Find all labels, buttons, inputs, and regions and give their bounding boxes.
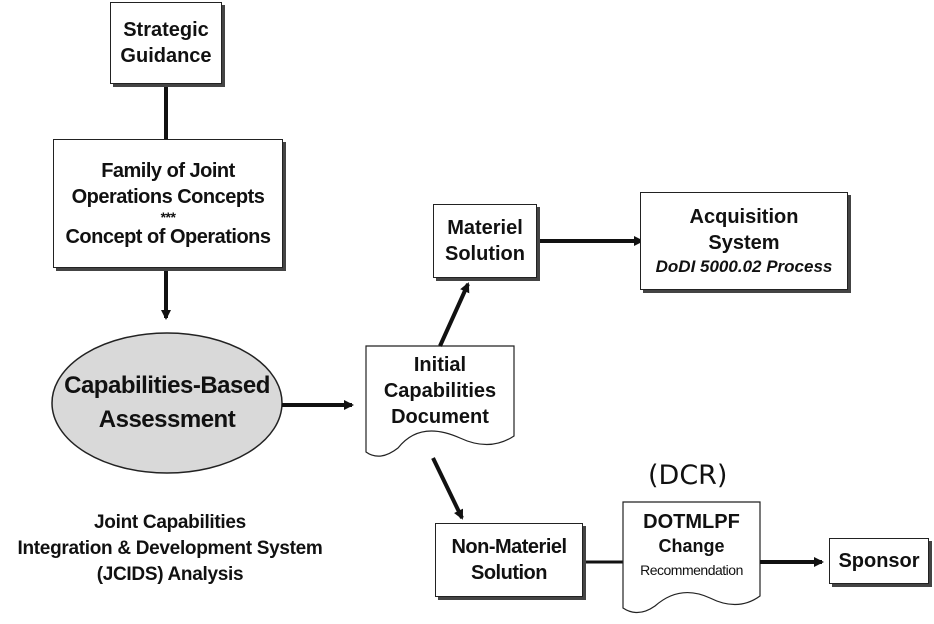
materiel-line2: Solution [445,243,525,265]
caption-line1: Joint Capabilities [94,512,246,533]
non-materiel-line1: Non-Materiel [451,536,567,558]
jcids-caption: Joint Capabilities Integration & Develop… [0,510,340,588]
dcr-label: (DCR) [648,460,728,491]
arrow-icd-materiel [438,282,470,347]
icd-label: Initial Capabilities Document [366,352,514,430]
dotmlpf-document-shape [622,501,761,614]
sponsor-box: Sponsor [829,538,929,584]
arrow-icd-nonmateriel [431,457,464,520]
concepts-line3: Concept of Operations [65,225,271,248]
acquisition-line1: Acquisition [689,206,799,228]
materiel-line1: Materiel [447,217,523,239]
icd-document-shape [365,345,515,457]
strategic-guidance-line1: Strategic [123,19,209,41]
dotmlpf-line1: DOTMLPF [643,511,740,533]
strategic-guidance-box: Strategic Guidance [110,2,222,84]
dotmlpf-label: DOTMLPF Change Recommendation [623,510,760,582]
caption-line3: (JCIDS) Analysis [96,564,244,585]
cba-line2: Assessment [98,406,236,433]
cba-label: Capabilities-Based Assessment [52,369,282,437]
icd-line3: Document [391,406,489,428]
sponsor-label: Sponsor [838,550,920,572]
icd-line2: Capabilities [383,380,497,402]
non-materiel-line2: Solution [471,562,547,584]
icd-line1: Initial [413,354,467,376]
non-materiel-solution-box: Non-Materiel Solution [435,523,583,597]
dotmlpf-line2: Change [658,536,725,556]
concepts-line1: Family of Joint [101,159,235,182]
cba-line1: Capabilities-Based [64,372,270,399]
materiel-solution-box: Materiel Solution [433,204,537,278]
acquisition-line2: System [708,232,780,254]
concepts-box: Family of Joint Operations Concepts *** … [53,139,283,268]
dotmlpf-line3: Recommendation [640,562,743,578]
strategic-guidance-line2: Guidance [120,45,212,67]
concepts-line2: Operations Concepts [71,185,265,208]
concepts-separator: *** [160,208,176,225]
acquisition-line3: DoDI 5000.02 Process [655,257,833,276]
caption-line2: Integration & Development System [17,538,323,559]
acquisition-system-box: Acquisition System DoDI 5000.02 Process [640,192,848,290]
